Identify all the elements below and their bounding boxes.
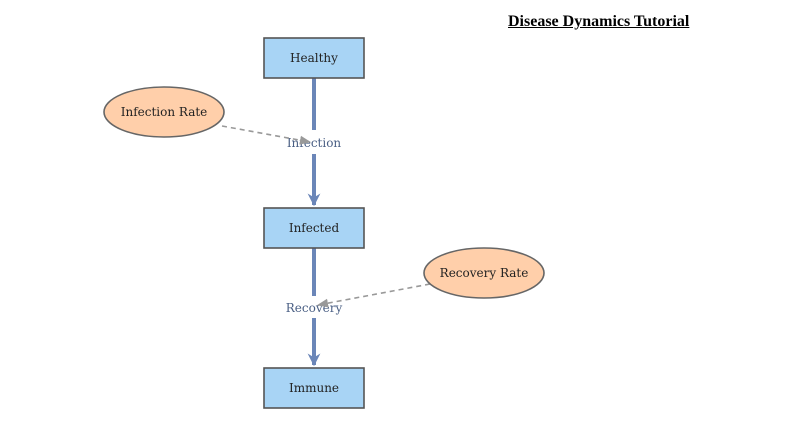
stock-healthy-box xyxy=(263,37,365,79)
converter-recovery-rate[interactable]: Recovery Rate xyxy=(423,247,545,299)
converter-recovery-rate-label: Recovery Rate xyxy=(440,266,529,280)
stock-healthy-label: Healthy xyxy=(290,51,338,65)
flow-recovery-label: Recovery xyxy=(286,301,343,315)
stock-immune-box xyxy=(263,367,365,409)
stock-infected-label: Infected xyxy=(289,221,340,235)
stock-infected-box xyxy=(263,207,365,249)
connector-recovery-rate xyxy=(316,283,431,308)
flow-recovery[interactable]: Recovery xyxy=(286,248,343,367)
converter-infection-rate-label: Infection Rate xyxy=(121,105,208,119)
stock-infected[interactable]: Infected xyxy=(263,207,365,249)
flow-infection[interactable]: Infection xyxy=(287,78,342,207)
connector-infection-rate xyxy=(221,125,312,145)
flow-infection-label: Infection xyxy=(287,136,342,150)
converter-infection-rate-shape xyxy=(103,86,225,138)
converter-recovery-rate-shape xyxy=(423,247,545,299)
stock-immune-label: Immune xyxy=(289,381,339,395)
page-title: Disease Dynamics Tutorial xyxy=(508,13,690,30)
stock-immune[interactable]: Immune xyxy=(263,367,365,409)
converter-infection-rate[interactable]: Infection Rate xyxy=(103,86,225,138)
stock-healthy[interactable]: Healthy xyxy=(263,37,365,79)
